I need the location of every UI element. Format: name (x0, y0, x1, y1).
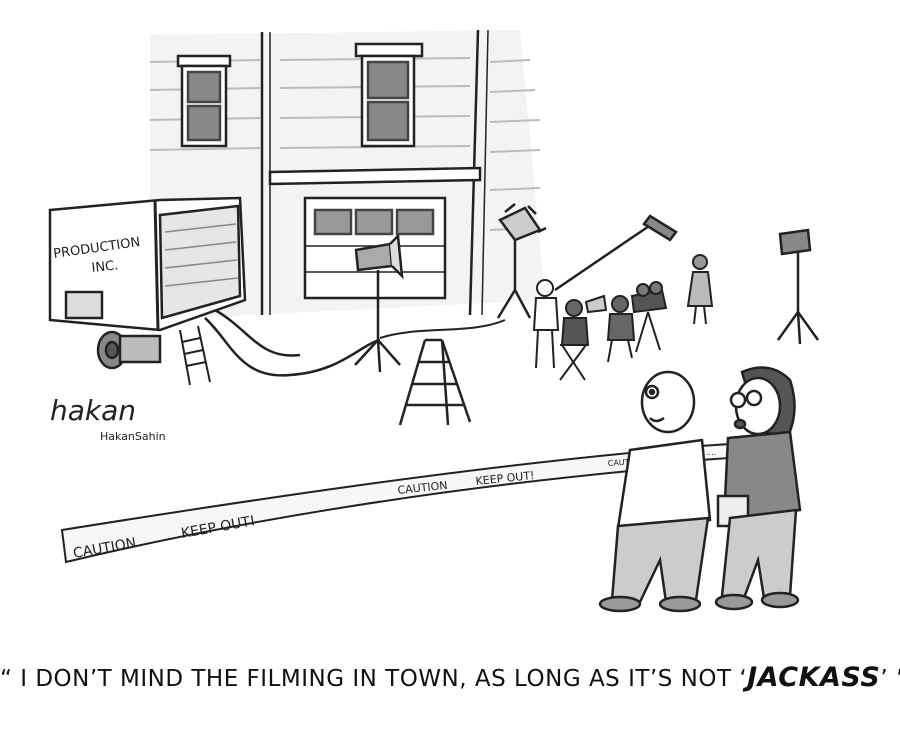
truck-door-slats (164, 223, 239, 287)
production-truck (48, 196, 506, 386)
step-ladder (398, 338, 472, 426)
truck-back-door (158, 204, 242, 320)
caption-emphasis: JACKASS (747, 662, 881, 693)
tape-back-caution: CAUTION (397, 479, 448, 497)
signature-scribble: hakan (50, 394, 136, 427)
boom-mic (554, 214, 678, 292)
caption-close: ’ ” (880, 666, 900, 692)
bald-man-head (640, 370, 696, 434)
caution-tape-band (60, 450, 641, 564)
cable-far (379, 319, 506, 339)
truck-side-sign (64, 290, 104, 320)
window-right (354, 42, 424, 148)
camera-operator (606, 281, 668, 363)
director (559, 294, 608, 381)
spotlight-right (776, 228, 820, 345)
truck-ladder (179, 325, 211, 386)
bald-man (598, 370, 712, 613)
glasses-woman (714, 366, 802, 611)
caption-main: “ I DON’T MIND THE FILMING IN TOWN, AS L… (0, 666, 748, 692)
tape-fragment-left: CAUT (608, 457, 630, 468)
artist-signature: hakan HakanSahin (50, 394, 166, 443)
glasses-woman-pants (720, 508, 798, 600)
window-left (176, 54, 232, 148)
tape-back-keep-out: KEEP OUT! (475, 469, 535, 488)
house (149, 29, 545, 320)
floor-light-left (354, 233, 404, 373)
house-trim (268, 166, 482, 186)
truck-label-line2: INC. (91, 258, 119, 276)
bald-man-shirt (616, 438, 712, 530)
house-pillar-right-inner (481, 29, 489, 316)
tape-fragment-right: .... (706, 448, 716, 457)
spotlight-mid (496, 203, 547, 319)
boom-operator (532, 279, 560, 369)
bald-man-pants (610, 516, 710, 604)
cartoon-caption: “ I DON’T MIND THE FILMING IN TOWN, AS L… (0, 662, 900, 693)
cable (204, 317, 381, 377)
actress (686, 254, 714, 325)
signature-name: HakanSahin (100, 430, 166, 443)
